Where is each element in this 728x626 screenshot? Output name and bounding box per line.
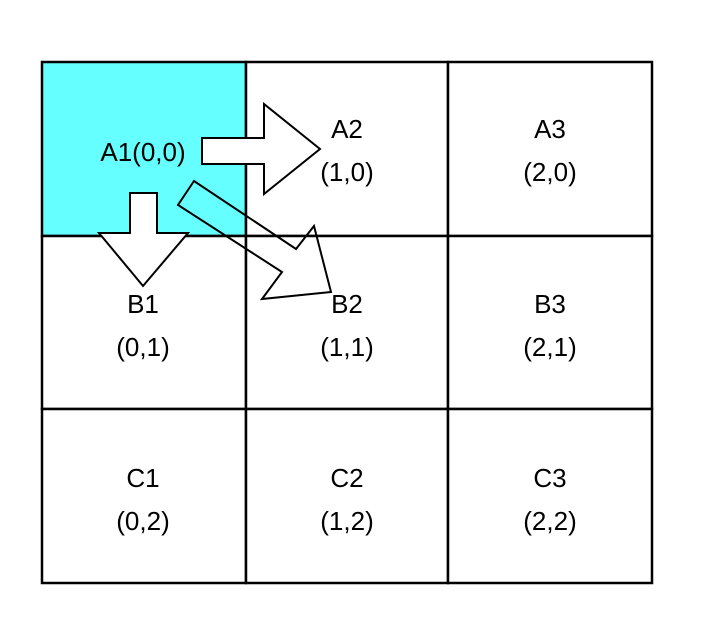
cell-c1-coords: (0,2) (116, 506, 169, 536)
cell-b2-coords: (1,1) (320, 332, 373, 362)
cell-c3-box (446, 407, 654, 585)
cell-b3-label: B3 (534, 289, 566, 319)
right-arrow-icon (201, 101, 322, 197)
cell-b3-box (446, 234, 654, 411)
cell-c2-box (244, 407, 450, 585)
cell-b1-coords: (0,1) (116, 332, 169, 362)
cell-a2-label: A2 (331, 114, 363, 144)
cell-c1-label: C1 (126, 463, 159, 493)
down-arrow-icon (96, 192, 191, 288)
cell-b2-box (244, 234, 450, 411)
cell-a1-label: A1(0,0) (100, 137, 185, 167)
diagonal-arrow-icon (176, 179, 333, 301)
cell-c1-box (40, 407, 248, 585)
cell-b3-coords: (2,1) (523, 332, 576, 362)
cell-b2-label: B2 (331, 289, 363, 319)
cell-c2-label: C2 (330, 463, 363, 493)
cell-a2-coords: (1,0) (320, 157, 373, 187)
cell-c3-coords: (2,2) (523, 506, 576, 536)
cell-c2-coords: (1,2) (320, 506, 373, 536)
cell-a3-box (446, 60, 654, 238)
cell-c3-label: C3 (533, 463, 566, 493)
cell-a3-coords: (2,0) (523, 157, 576, 187)
cell-a3-label: A3 (534, 114, 566, 144)
cell-b1-label: B1 (127, 289, 159, 319)
